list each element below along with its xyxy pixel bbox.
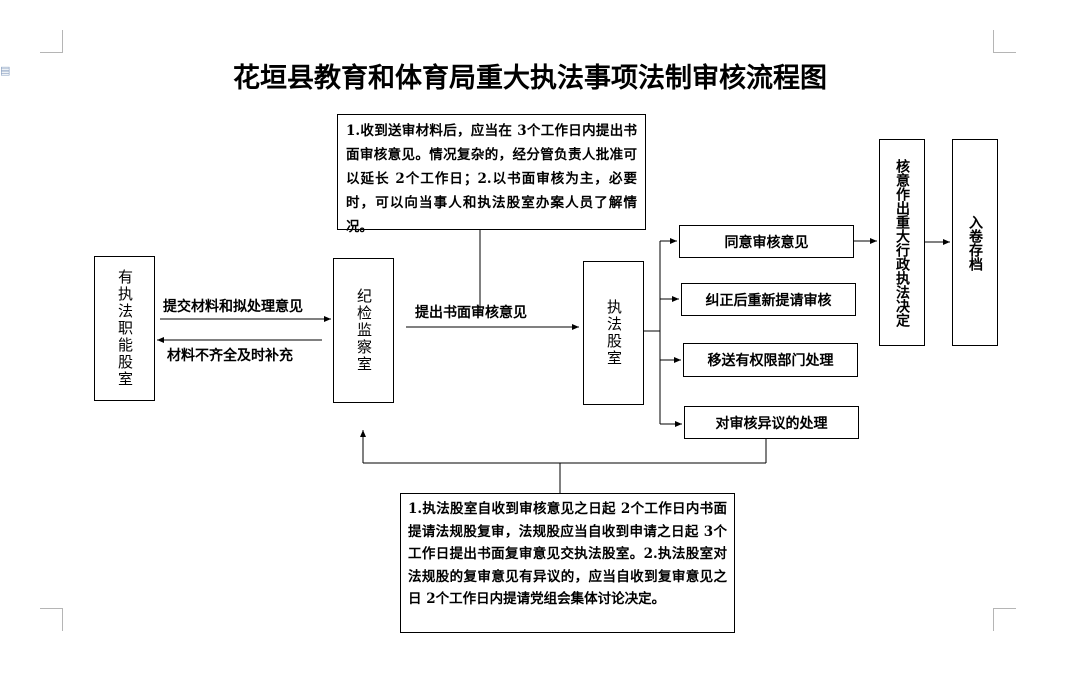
decision-box: 核意作出重大行政执法决定	[879, 139, 925, 346]
submit-materials-label: 提交材料和拟处理意见	[163, 299, 303, 315]
crop-mark-top-right	[993, 30, 1016, 53]
outcome-agree-box: 同意审核意见	[679, 225, 854, 258]
archive-box: 入卷存档	[952, 139, 998, 346]
crop-mark-top-left	[40, 30, 63, 53]
functional-unit-box: 有执法职能股室	[94, 256, 155, 401]
legal-unit-box: 执法股室	[583, 261, 644, 405]
discipline-office-box: 纪检监察室	[333, 258, 394, 403]
crop-mark-bottom-left	[40, 608, 63, 631]
outcome-correct-box: 纠正后重新提请审核	[681, 283, 856, 316]
review-note-top: 1.收到送审材料后，应当在 3个工作日内提出书面审核意见。情况复杂的，经分管负责…	[337, 114, 646, 235]
outcome-transfer-box: 移送有权限部门处理	[683, 343, 858, 377]
outcome-objection-box: 对审核异议的处理	[684, 406, 859, 439]
review-note-bottom: 1.执法股室自收到审核意见之日起 2个工作日内书面提请法规股复审，法规股应当自收…	[400, 493, 735, 633]
written-opinion-label: 提出书面审核意见	[415, 305, 527, 321]
document-icon: ▤	[0, 64, 11, 77]
page-title: 花垣县教育和体育局重大执法事项法制审核流程图	[233, 63, 827, 94]
crop-mark-bottom-right	[993, 608, 1016, 631]
supplement-materials-label: 材料不齐全及时补充	[167, 348, 293, 364]
